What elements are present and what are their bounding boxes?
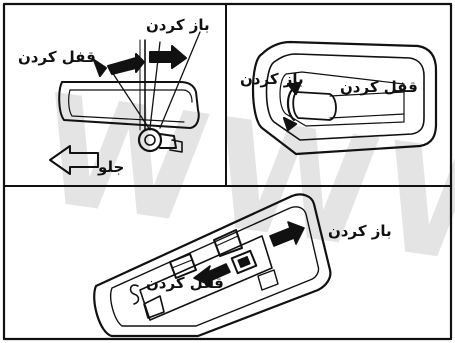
lock-label-pointer [131, 285, 139, 304]
top-right-unlock-label: باز کردن [240, 72, 304, 87]
front-label: جلو [98, 160, 124, 175]
armrest-inner [111, 207, 319, 326]
lock-switch [232, 251, 257, 273]
power-window-switch-illustration [94, 194, 330, 336]
top-right-lock-label: قفل کردن [340, 80, 418, 95]
window-switch-2 [214, 230, 242, 256]
top-left-unlock-label: باز کردن [146, 18, 210, 33]
bottom-lock-label: قفل کردن [146, 276, 224, 291]
bottom-unlock-arrow [270, 222, 304, 246]
armrest-outer [94, 194, 330, 336]
front-arrow [50, 146, 98, 174]
knob-arrows [284, 84, 300, 130]
unlock-arrow-right [150, 46, 186, 68]
key-cylinder [139, 129, 182, 152]
bottom-unlock-label: باز کردن [328, 224, 392, 239]
top-left-lock-label: قفل کردن [18, 50, 96, 65]
inner-door-handle-illustration [253, 42, 436, 154]
lock-arrow-left [94, 54, 144, 76]
